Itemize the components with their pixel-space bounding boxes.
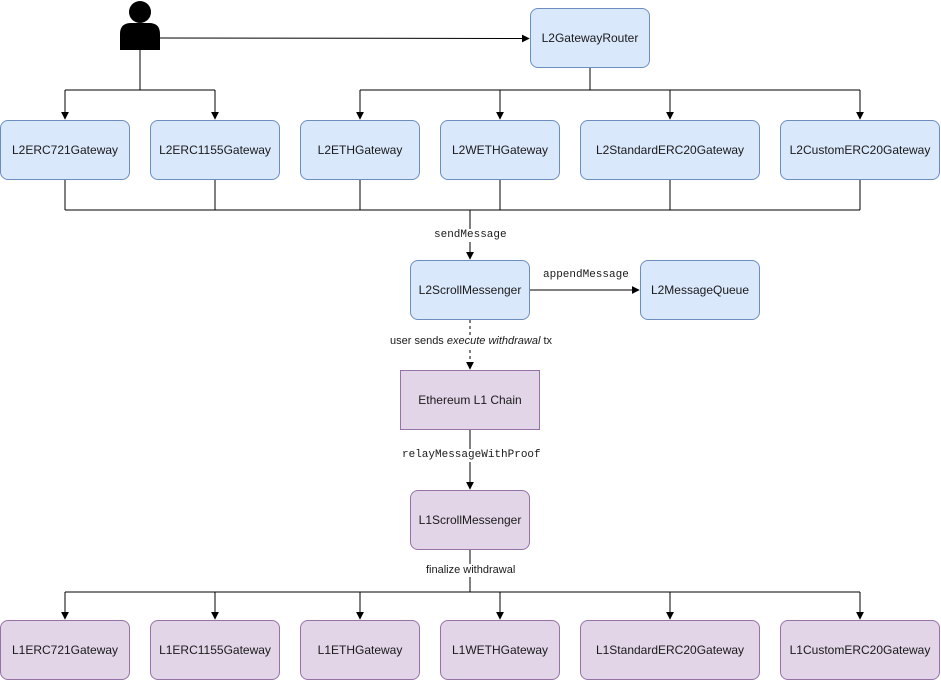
- relay-message-label: relayMessageWithProof: [400, 449, 543, 462]
- l2-standard-erc20-gateway-node: L2StandardERC20Gateway: [580, 120, 760, 180]
- execute-withdrawal-text: execute withdrawal: [446, 335, 541, 347]
- node-label: L1CustomERC20Gateway: [789, 643, 931, 657]
- l2-erc721-gateway-node: L2ERC721Gateway: [0, 120, 130, 180]
- actor-to-router-edge: [159, 34, 530, 43]
- node-label: L1ETHGateway: [317, 643, 403, 657]
- actor-trunk-edge: [65, 50, 215, 91]
- node-label: L2ETHGateway: [317, 143, 403, 157]
- l2-weth-gateway-node: L2WETHGateway: [440, 120, 560, 180]
- l2-gateway-router-node: L2GatewayRouter: [530, 8, 650, 68]
- append-message-label: appendMessage: [541, 269, 631, 282]
- node-label: L1ERC721Gateway: [11, 643, 119, 657]
- l1-weth-gateway-node: L1WETHGateway: [440, 620, 560, 680]
- l2-scroll-messenger-node: L2ScrollMessenger: [410, 260, 530, 320]
- l2-eth-gateway-node: L2ETHGateway: [300, 120, 420, 180]
- l1-standard-erc20-gateway-node: L1StandardERC20Gateway: [580, 620, 760, 680]
- finalize-withdrawal-label: finalize withdrawal: [424, 564, 518, 577]
- router-trunk-edge: [360, 68, 860, 91]
- node-label: L2GatewayRouter: [541, 31, 639, 45]
- send-message-label: sendMessage: [432, 229, 509, 242]
- node-label: L2ScrollMessenger: [418, 283, 522, 297]
- user-sends-suffix: tx: [540, 335, 553, 347]
- node-label: L2CustomERC20Gateway: [789, 143, 931, 157]
- ethereum-l1-chain-node: Ethereum L1 Chain: [400, 370, 540, 430]
- l1-erc721-gateway-node: L1ERC721Gateway: [0, 620, 130, 680]
- node-label: Ethereum L1 Chain: [418, 393, 522, 407]
- node-label: L1ScrollMessenger: [418, 513, 522, 527]
- node-label: L1StandardERC20Gateway: [595, 643, 745, 657]
- l1-erc1155-gateway-node: L1ERC1155Gateway: [150, 620, 280, 680]
- l1-custom-erc20-gateway-node: L1CustomERC20Gateway: [780, 620, 940, 680]
- node-label: L2StandardERC20Gateway: [595, 143, 745, 157]
- user-icon: [120, 1, 160, 50]
- node-label: L1WETHGateway: [451, 643, 549, 657]
- l2-erc1155-gateway-node: L2ERC1155Gateway: [150, 120, 280, 180]
- user-sends-prefix: user sends: [390, 335, 447, 347]
- node-label: L2ERC1155Gateway: [159, 143, 271, 157]
- l2-gateways-merge-edge: [64, 180, 861, 211]
- node-label: L1ERC1155Gateway: [159, 643, 271, 657]
- user-sends-tx-label: user sends execute withdrawal tx: [388, 335, 555, 348]
- l2-message-queue-node: L2MessageQueue: [640, 260, 760, 320]
- l1-eth-gateway-node: L1ETHGateway: [300, 620, 420, 680]
- node-label: L2MessageQueue: [650, 283, 750, 297]
- node-label: L2ERC721Gateway: [11, 143, 119, 157]
- l2-custom-erc20-gateway-node: L2CustomERC20Gateway: [780, 120, 940, 180]
- node-label: L2WETHGateway: [451, 143, 549, 157]
- l1-scroll-messenger-node: L1ScrollMessenger: [410, 490, 530, 550]
